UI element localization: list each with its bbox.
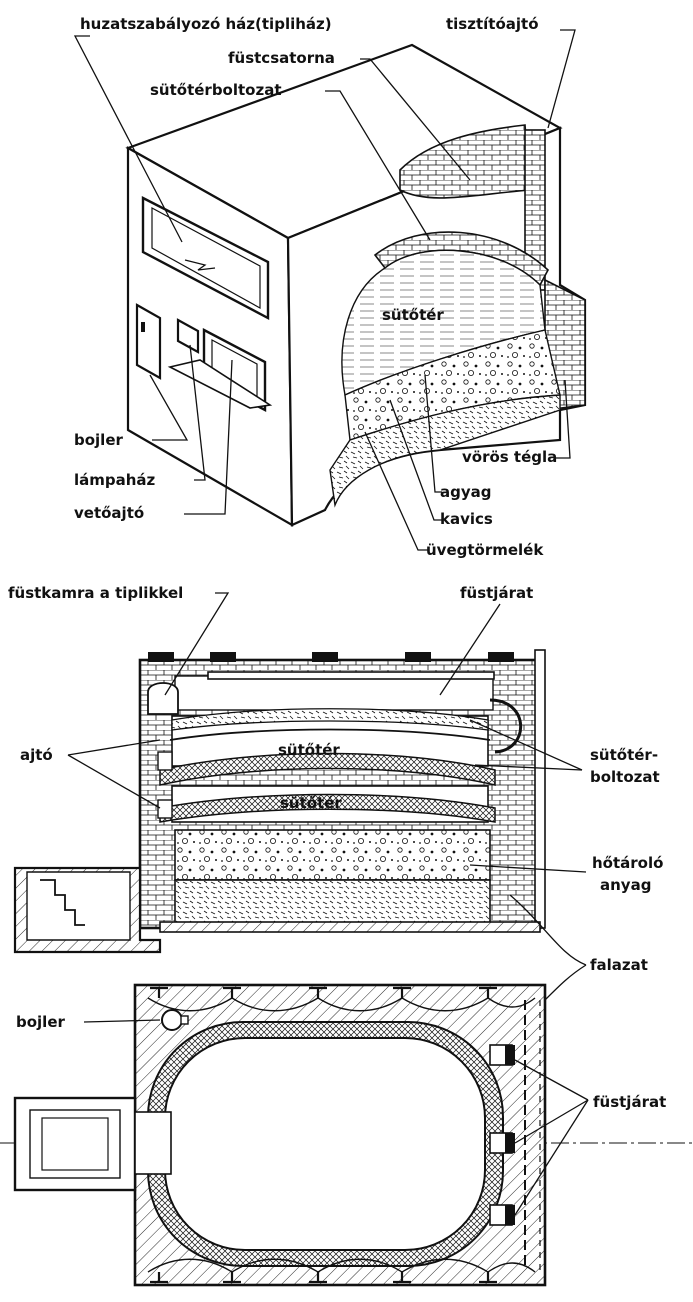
bottom-annotations: bojler füstjárat xyxy=(16,1013,666,1216)
label-sutoter-mid-1: sütőtér xyxy=(278,741,340,759)
plan-boiler xyxy=(161,1009,183,1031)
smoke-channel xyxy=(174,675,494,711)
heat-storage-gravel xyxy=(174,829,491,881)
label-sutoterboltozat-top: sütőtérboltozat xyxy=(150,81,282,99)
feed-shelf xyxy=(167,359,273,409)
label-vetoajto: vetőajtó xyxy=(74,504,144,522)
perspective-cutaway xyxy=(125,43,587,527)
glass-layer xyxy=(329,394,561,508)
label-huzatszabalyozo: huzatszabályozó ház(tipliház) xyxy=(80,15,332,33)
lower-floor-vault xyxy=(159,793,496,823)
label-sutoter-top: sütőtér xyxy=(382,306,444,324)
label-agyag: agyag xyxy=(440,483,492,501)
label-sutoter-mid-2: sütőtér xyxy=(280,794,342,812)
label-hotarolo-1: hőtároló xyxy=(592,854,663,872)
label-fustjarat-bottom: füstjárat xyxy=(593,1093,666,1111)
label-fustcsatorna: füstcsatorna xyxy=(228,49,335,67)
top-annotations: huzatszabályozó ház(tipliház) tisztítóaj… xyxy=(73,15,576,559)
label-hotarolo-2: anyag xyxy=(600,876,651,894)
heat-storage-glass xyxy=(174,879,491,924)
lamp-box xyxy=(176,318,200,354)
label-lampahaz: lámpaház xyxy=(74,471,156,489)
plan-caps xyxy=(150,986,497,1284)
label-tisztitoajto: tisztítóajtó xyxy=(446,15,539,33)
plan-oven-floor xyxy=(164,1037,486,1251)
label-ajto: ajtó xyxy=(20,746,53,764)
label-sutoter-boltozat-1: sütőtér- xyxy=(590,746,658,764)
middle-annotations: füstkamra a tiplikkel füstjárat sütőtér … xyxy=(8,584,663,1001)
boiler-door xyxy=(135,303,162,380)
label-fustjarat-mid: füstjárat xyxy=(460,584,533,602)
top-caps xyxy=(148,652,514,662)
smoke-chamber xyxy=(147,682,179,715)
label-kavics: kavics xyxy=(440,510,493,528)
label-bojler-top: bojler xyxy=(74,431,123,449)
label-uvegtormelek: üvegtörmelék xyxy=(426,541,544,559)
label-fustkamra: füstkamra a tiplikkel xyxy=(8,584,183,602)
label-voros-tegla: vörös tégla xyxy=(462,448,557,466)
plan-view xyxy=(0,983,693,1287)
label-bojler-bottom: bojler xyxy=(16,1013,65,1031)
label-sutoter-boltozat-2: boltozat xyxy=(590,768,660,786)
upper-floor-vault xyxy=(159,752,496,786)
longitudinal-section xyxy=(13,649,546,954)
label-falazat: falazat xyxy=(590,956,648,974)
